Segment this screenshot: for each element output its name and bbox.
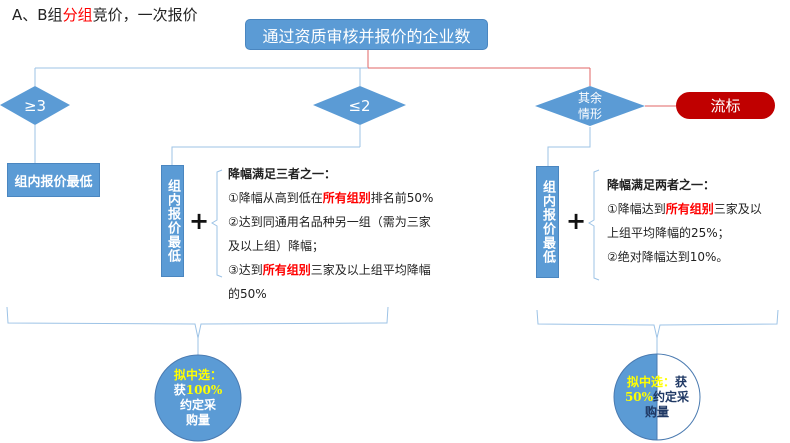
outcome-line: 50%约定采	[619, 390, 695, 405]
fail-bid-pill: 流标	[676, 92, 775, 119]
middle-conditions: 降幅满足三者之一： ①降幅从高到低在所有组别排名前50% ②达到同通用名品种另一…	[228, 162, 458, 306]
page-title: A、B组分组竞价，一次报价	[12, 4, 198, 25]
outcome-line: 获100%	[160, 383, 236, 398]
condition-line: ①降幅达到所有组别三家及以	[607, 197, 787, 221]
condition-line: ②达到同通用名品种另一组（需为三家	[228, 210, 458, 234]
outcome-half-circle-blue	[614, 354, 657, 440]
text: 上组平均降幅的25%；	[607, 226, 730, 240]
lowest-bid-box-middle: 组内报价最低	[161, 165, 184, 277]
text: ②达到同通用名品种另一组（需为三家	[228, 215, 431, 229]
text: 排名前50%	[370, 191, 434, 205]
outcome-line: 拟中选：获	[619, 375, 695, 390]
condition-line: 及以上组）降幅；	[228, 234, 458, 258]
outcome-half-text: 拟中选：获 50%约定采 购量	[619, 375, 695, 420]
ge3-label: ≥3	[23, 97, 47, 115]
text: 及以上组）降幅；	[228, 239, 325, 253]
text: 的50%	[228, 287, 267, 301]
right-conditions: 降幅满足两者之一： ①降幅达到所有组别三家及以 上组平均降幅的25%； ②绝对降…	[607, 173, 787, 269]
enterprise-count-box: 通过资质审核并报价的企业数	[245, 19, 488, 50]
text: ③达到	[228, 263, 263, 277]
outcome-line: 拟中选：	[173, 368, 222, 382]
title-prefix: A、B组	[12, 6, 63, 24]
highlight: 所有组别	[322, 191, 371, 205]
other-label: 其余情形	[535, 89, 645, 123]
outcome-full-circle	[154, 354, 242, 442]
text: 三家及以	[713, 202, 762, 216]
other-label-1: 其余	[577, 91, 602, 105]
plus-icon: +	[566, 207, 587, 235]
highlight: 所有组别	[262, 263, 311, 277]
outcome-line: 购量	[185, 413, 210, 427]
title-highlight: 分组	[62, 6, 93, 24]
text: 获	[675, 375, 688, 389]
other-label-2: 情形	[577, 107, 602, 121]
conditions-heading: 降幅满足三者之一：	[228, 167, 337, 181]
highlight: 100%	[185, 383, 223, 397]
title-suffix: 竞价，一次报价	[92, 6, 198, 24]
text: 约定采	[653, 390, 690, 404]
plus-icon: +	[189, 207, 210, 235]
condition-line: ①降幅从高到低在所有组别排名前50%	[228, 186, 458, 210]
highlight: 拟中选：	[626, 375, 675, 389]
outcome-full-text: 拟中选： 获100% 约定采 购量	[160, 368, 236, 428]
outcome-line: 约定采	[179, 398, 216, 412]
condition-line: ②绝对降幅达到10%。	[607, 245, 787, 269]
text: ①降幅从高到低在	[228, 191, 323, 205]
text: ①降幅达到	[607, 202, 666, 216]
text: 获	[173, 383, 186, 397]
le2-label: ≤2	[348, 97, 371, 115]
diamond-le2	[313, 86, 406, 125]
diamond-other	[535, 86, 645, 126]
diamond-ge3	[0, 86, 70, 125]
condition-line: 的50%	[228, 282, 458, 306]
conditions-heading: 降幅满足两者之一：	[607, 178, 716, 192]
highlight: 50%	[624, 390, 654, 404]
condition-line: 上组平均降幅的25%；	[607, 221, 787, 245]
outcome-line: 购量	[644, 405, 669, 419]
text: ②绝对降幅达到10%。	[607, 250, 729, 264]
text: 三家及以上组平均降幅	[310, 263, 431, 277]
condition-line: ③达到所有组别三家及以上组平均降幅	[228, 258, 458, 282]
highlight: 所有组别	[665, 202, 714, 216]
lowest-bid-box-right: 组内报价最低	[536, 166, 559, 278]
lowest-bid-box-left: 组内报价最低	[7, 163, 100, 197]
